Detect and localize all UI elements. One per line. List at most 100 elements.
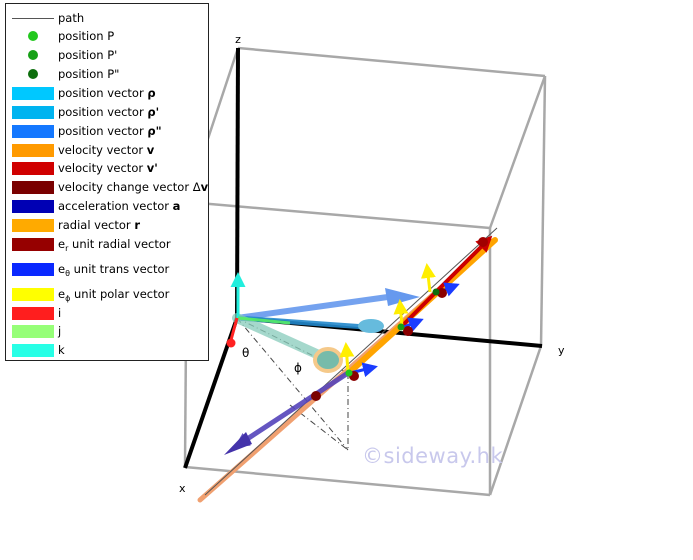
z-axis-label: z [235, 33, 241, 46]
legend-label: velocity change vector Δv [58, 180, 208, 194]
e-r-at-p-double-prime [437, 288, 447, 298]
position-vector-rho-prime-head [358, 319, 384, 333]
legend-label-text: path [58, 11, 85, 25]
legend-label-text: position P' [58, 48, 118, 62]
position-p-marker [345, 369, 353, 377]
phi-label: ϕ [294, 361, 302, 375]
legend-label: position P [58, 29, 114, 43]
legend-label: eθ unit trans vector [58, 262, 169, 278]
y-axis-label: y [558, 344, 565, 357]
legend-label-text: e [58, 237, 66, 251]
legend-item: position P' [6, 46, 208, 64]
legend-swatch [12, 344, 54, 357]
legend-swatch [12, 219, 54, 232]
acceleration-arrowhead [224, 432, 252, 455]
legend-swatch [12, 162, 54, 175]
legend-item: position vector ρ' [6, 103, 208, 121]
coordinate-axes [183, 47, 543, 469]
legend-item: velocity vector v [6, 141, 208, 159]
legend-label-text: k [58, 343, 65, 357]
unit-j-vector [237, 316, 291, 325]
acceleration-vector [234, 370, 350, 448]
legend-item: acceleration vector a [6, 197, 208, 215]
legend-label: velocity vector v [58, 143, 154, 157]
legend-swatch [12, 144, 54, 157]
e-phi-at-p-prime [393, 299, 409, 328]
legend-label-symbol: v [146, 143, 155, 157]
legend-item: position vector ρ [6, 84, 208, 102]
legend-item: i [6, 304, 208, 322]
legend-label: eϕ unit polar vector [58, 287, 169, 303]
legend-item: position P" [6, 65, 208, 83]
legend-label-text: i [58, 306, 62, 320]
legend-item: position vector ρ" [6, 122, 208, 140]
legend-swatch [12, 106, 54, 119]
legend-label-text: e [58, 262, 66, 276]
legend-label-text: position vector [58, 124, 148, 138]
unit-i-vector [229, 317, 239, 341]
legend-label: k [58, 343, 65, 357]
legend-item: radial vector r [6, 216, 208, 234]
legend-item: j [6, 322, 208, 340]
legend-label: position vector ρ' [58, 105, 159, 119]
legend-label-text: position vector [58, 105, 148, 119]
radial-vector-r-ring [313, 347, 343, 373]
velocity-tip-dot [478, 237, 488, 247]
legend-label-text: position P" [58, 67, 120, 81]
legend-label-text: velocity vector [58, 161, 147, 175]
x-axis-label: x [179, 482, 186, 495]
legend-label-text: position vector [58, 86, 148, 100]
legend-label-subscript: r [65, 244, 69, 253]
legend-swatch [12, 125, 54, 138]
legend-item: eθ unit trans vector [6, 260, 208, 278]
legend-label: acceleration vector a [58, 199, 180, 213]
e-phi-at-p [339, 342, 355, 373]
position-p-double-prime-marker [432, 288, 440, 296]
legend-label: j [58, 324, 61, 338]
legend-label-text: radial vector [58, 218, 135, 232]
unit-i-arrowhead [226, 338, 236, 348]
legend-swatch [12, 87, 54, 100]
legend-swatch [28, 50, 38, 60]
legend-item: position P [6, 27, 208, 45]
legend-label-symbol: ρ" [147, 124, 162, 138]
legend-label: i [58, 306, 61, 320]
legend-swatch [12, 238, 54, 251]
legend-swatch [12, 307, 54, 320]
legend-item: velocity vector v' [6, 159, 208, 177]
legend-item: k [6, 341, 208, 359]
position-vector-rho-double-prime [236, 293, 396, 321]
legend-label: position vector ρ" [58, 124, 162, 138]
legend-label: path [58, 11, 84, 25]
legend-item: er unit radial vector [6, 235, 208, 253]
legend-label: position P' [58, 48, 117, 62]
legend-swatch [12, 200, 54, 213]
path-thin [204, 227, 498, 496]
legend-label-symbol: r [134, 218, 140, 232]
watermark: ©sideway.hk [362, 444, 504, 468]
legend-label-text: velocity change vector Δ [58, 180, 201, 194]
legend-label: radial vector r [58, 218, 140, 232]
legend-swatch [12, 263, 54, 276]
e-r-at-p-prime [403, 326, 413, 336]
legend-label: velocity vector v' [58, 161, 158, 175]
legend-label: er unit radial vector [58, 237, 171, 253]
theta-label: θ [242, 346, 249, 360]
legend-swatch [12, 325, 54, 338]
legend-label-text: e [58, 287, 66, 301]
legend-label-symbol: ρ' [147, 105, 160, 119]
legend-label-symbol: a [172, 199, 181, 213]
position-p-prime-marker [397, 323, 405, 331]
legend-label-subscript: ϕ [65, 294, 71, 303]
legend-swatch [28, 31, 38, 41]
legend: path position P position P' position P" posi… [5, 3, 209, 361]
legend-swatch [12, 18, 54, 19]
legend-label-text: velocity vector [58, 143, 147, 157]
legend-swatch [28, 69, 38, 79]
legend-item: velocity change vector Δv [6, 178, 208, 196]
position-vector-rho [232, 313, 335, 365]
legend-label-symbol: ρ [147, 86, 156, 100]
e-theta-at-p-prime [403, 317, 424, 332]
legend-item: path [6, 9, 208, 27]
legend-item: eϕ unit polar vector [6, 285, 208, 303]
